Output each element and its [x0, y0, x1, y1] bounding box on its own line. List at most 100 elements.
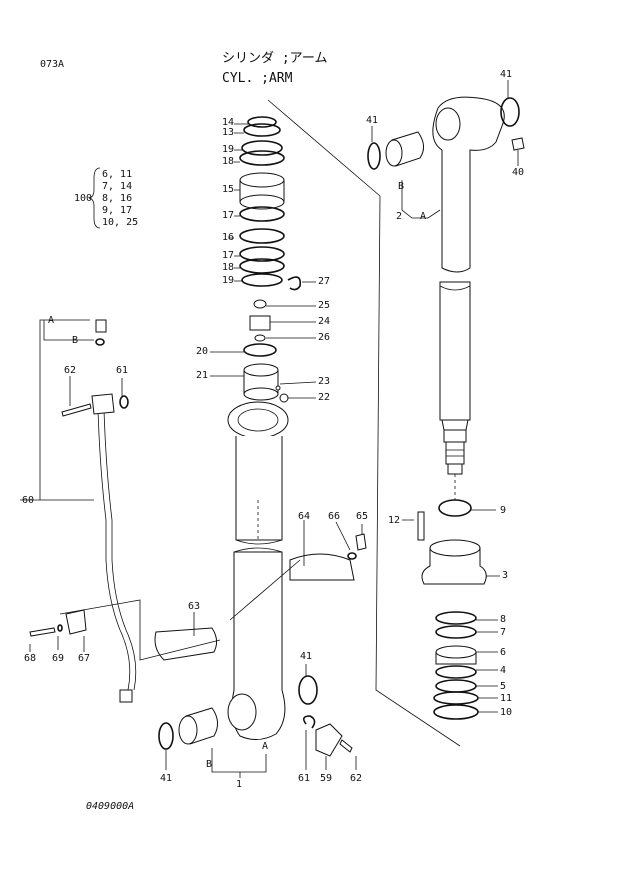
callout-10: 10 — [500, 707, 513, 718]
callout-17: 17 — [222, 210, 235, 221]
callout-4: 4 — [500, 665, 507, 676]
callout-2: 2 — [396, 211, 403, 222]
callout-20: 20 — [196, 346, 209, 357]
clamp-64 — [289, 553, 355, 581]
callout-5: 5 — [500, 681, 507, 692]
leaders — [210, 281, 317, 399]
callout-69: 69 — [52, 653, 65, 664]
callout-7: 7 — [500, 627, 507, 638]
bolt-65 — [355, 533, 367, 551]
bracket-line — [43, 320, 64, 341]
callout-25: 25 — [318, 300, 331, 311]
ball-23 — [275, 385, 281, 391]
piston-rod — [432, 96, 505, 475]
callout-61: 61 — [116, 365, 129, 376]
label-a: A — [48, 315, 55, 326]
cylinder-tube — [227, 401, 289, 740]
callout-18: 18 — [222, 156, 235, 167]
callout-14: 14 — [222, 117, 235, 128]
bolt-62 — [61, 403, 92, 417]
seal-ring-41 — [367, 142, 381, 170]
leaders — [165, 664, 357, 770]
callout-63: 63 — [188, 601, 201, 612]
fitting-59 — [315, 723, 343, 757]
label-b: B — [398, 181, 405, 192]
bolt-62 — [339, 739, 353, 753]
ring-26 — [254, 334, 266, 342]
piston-21 — [243, 363, 279, 401]
set-item: 7, 14 — [102, 181, 133, 192]
callout-3: 3 — [502, 570, 509, 581]
tube-bushing — [178, 707, 218, 745]
set-item: 6, 11 — [102, 169, 133, 180]
clamp-67 — [65, 609, 87, 635]
callout-16: 16 — [222, 232, 235, 243]
title-english: CYL. ;ARM — [222, 71, 293, 86]
clamp-63 — [154, 627, 218, 661]
frame-line — [267, 99, 461, 747]
callout-6: 6 — [500, 647, 507, 658]
bracket-line — [39, 319, 94, 501]
callout-21: 21 — [196, 370, 209, 381]
ring-9 — [438, 499, 472, 517]
callout-27: 27 — [318, 276, 331, 287]
callout-15: 15 — [222, 184, 235, 195]
leaders — [402, 509, 500, 713]
ring-61 — [302, 715, 316, 729]
set-item: 9, 17 — [102, 205, 133, 216]
bracket-1 — [211, 748, 267, 778]
callout-23: 23 — [318, 376, 331, 387]
title-japanese: シリンダ ;アーム — [222, 51, 328, 66]
label-b: B — [72, 335, 79, 346]
ring-61 — [119, 395, 129, 409]
callout-12: 12 — [388, 515, 401, 526]
callout-26: 26 — [318, 332, 331, 343]
leaders — [401, 180, 441, 219]
seal-ring-41 — [500, 97, 520, 127]
callout-9: 9 — [500, 505, 507, 516]
bolt-12 — [417, 511, 425, 541]
callout-24: 24 — [318, 316, 331, 327]
callout-59: 59 — [320, 773, 333, 784]
screw-22 — [279, 393, 289, 403]
callout-67: 67 — [78, 653, 91, 664]
callout-11: 11 — [500, 693, 513, 704]
callout-1: 1 — [236, 779, 243, 790]
leaders — [29, 636, 85, 652]
callout-18: 18 — [222, 262, 235, 273]
frame-line — [59, 599, 221, 661]
callout-8: 8 — [500, 614, 507, 625]
callout-19: 19 — [222, 144, 235, 155]
nut-24 — [249, 315, 271, 331]
label-b: B — [206, 759, 213, 770]
callout-41: 41 — [160, 773, 173, 784]
callout-41: 41 — [500, 69, 513, 80]
callout-40: 40 — [512, 167, 525, 178]
pipe-60 — [91, 319, 137, 703]
grease-fitting-40 — [511, 137, 525, 151]
callout-61: 61 — [298, 773, 311, 784]
ring-25 — [253, 299, 267, 309]
leaders — [371, 80, 519, 166]
set-item: 10, 25 — [102, 217, 139, 228]
leaders — [228, 123, 248, 282]
callout-13: 13 — [222, 127, 235, 138]
head-seal-stack — [433, 611, 479, 720]
ring-20 — [243, 343, 277, 357]
washer-66 — [347, 552, 357, 560]
callout-41: 41 — [366, 115, 379, 126]
set-brace — [88, 167, 101, 229]
oring-b — [95, 338, 105, 346]
callout-62: 62 — [350, 773, 363, 784]
rod-packing-stack — [239, 116, 285, 287]
callout-22: 22 — [318, 392, 331, 403]
washer-69 — [57, 624, 63, 632]
label-a: A — [420, 211, 427, 222]
callout-64: 64 — [298, 511, 311, 522]
callout-66: 66 — [328, 511, 341, 522]
leaders — [303, 520, 363, 566]
rod-bushing — [385, 131, 424, 167]
page-code: 073A — [40, 59, 65, 70]
cylinder-head-3 — [421, 539, 487, 585]
bolt-68 — [29, 627, 56, 637]
